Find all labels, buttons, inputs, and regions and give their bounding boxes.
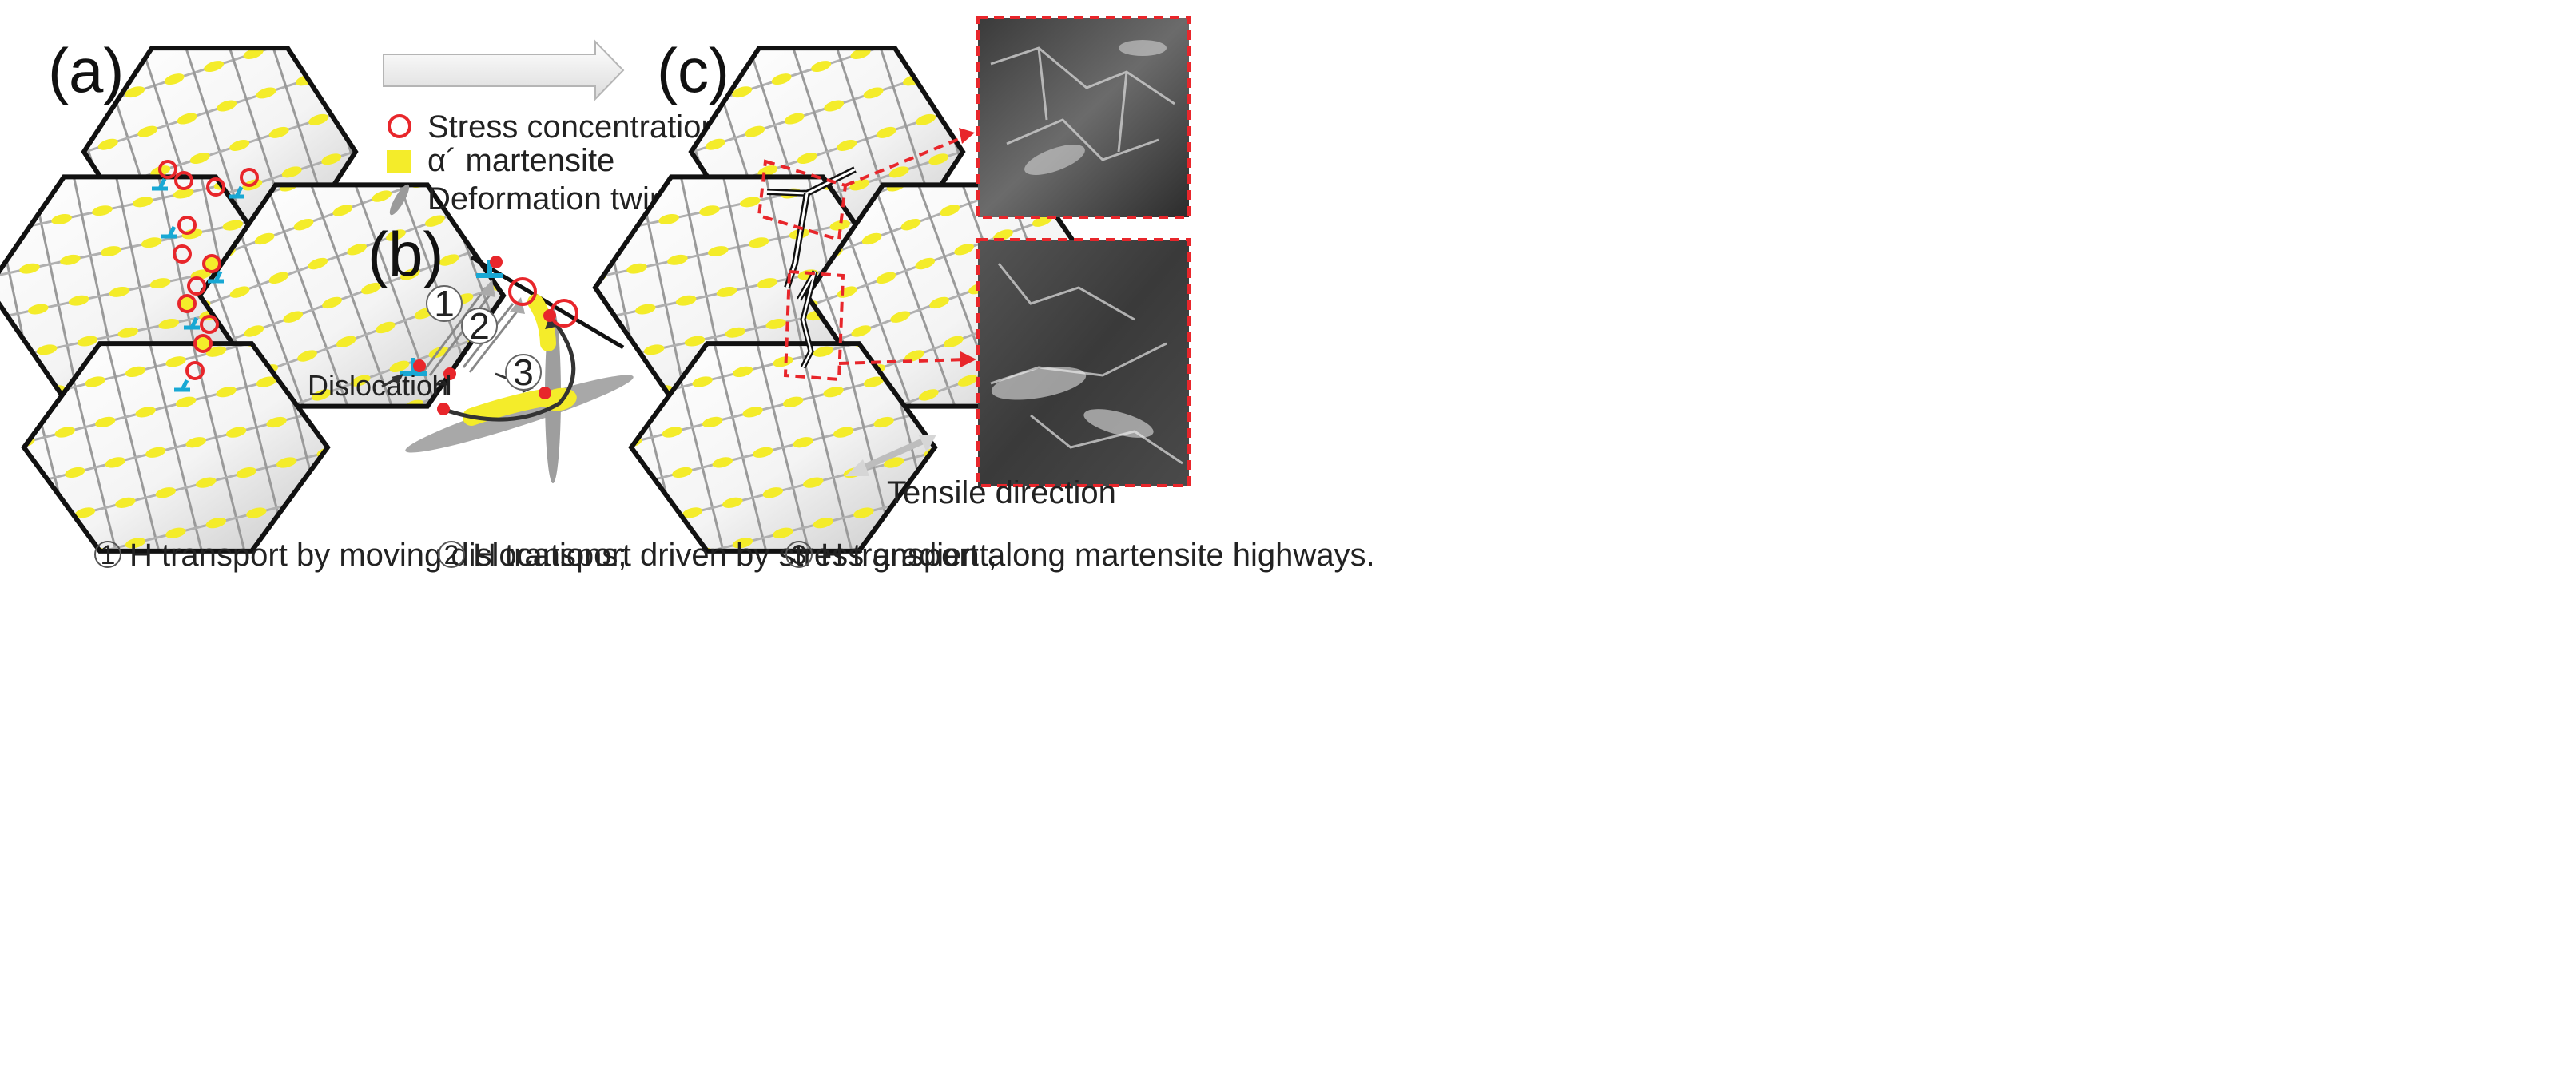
panel-c-label: (c) — [657, 35, 729, 105]
stress-circle — [193, 334, 213, 353]
twin-icon — [389, 184, 410, 216]
stress-circle — [206, 177, 225, 197]
footer-legend: 1 H transport by moving dislocations; 2 … — [94, 538, 1375, 573]
dislocation-icon — [174, 379, 190, 392]
legend-twins: Deformation twins — [427, 181, 683, 216]
stress-concentration-icon — [388, 114, 411, 138]
sem-image-lower — [976, 238, 1191, 487]
panel-b-label: (b) — [368, 219, 443, 289]
zoom-box-lower — [783, 269, 845, 382]
step-2-label: 2 — [469, 305, 490, 347]
martensite-highway-1 — [463, 389, 552, 426]
legend-stress: Stress concentration — [427, 109, 719, 145]
dislocation-icon — [161, 225, 177, 239]
h-transport-path — [447, 316, 576, 422]
stress-circle — [177, 216, 197, 235]
tensile-direction: Tensile direction — [845, 435, 1116, 510]
footer-text-2: H transport driven by stress gradient; — [473, 538, 997, 573]
footer-num-1: 1 — [101, 540, 116, 570]
stress-circle — [240, 168, 259, 187]
footer-text-3: H transport along martensite highways. — [821, 538, 1375, 573]
stress-circle — [177, 294, 197, 313]
stress-circle-b1 — [508, 277, 537, 306]
hydrogen-atoms — [413, 256, 556, 415]
panel-b: (b) — [308, 219, 634, 483]
sem-image-upper — [976, 16, 1191, 219]
legend: Stress concentration α´ martensite Defor… — [387, 109, 719, 216]
grains-a — [0, 46, 507, 554]
footer-num-2: 2 — [444, 540, 459, 570]
panel-a-label: (a) — [48, 35, 124, 105]
twin-horizontal — [405, 375, 634, 453]
stress-circle — [174, 171, 193, 190]
step-1-label: 1 — [434, 283, 455, 324]
stress-circle-b2 — [550, 299, 578, 328]
dislocation-icon — [184, 316, 200, 330]
stress-circle — [202, 254, 221, 273]
process-arrow — [383, 39, 625, 101]
stress-circle — [158, 160, 177, 179]
step-3-label: 3 — [513, 351, 534, 393]
zoom-box-upper — [757, 159, 848, 242]
footer-text-1: H transport by moving dislocations; — [129, 538, 627, 573]
dislocation-icon — [152, 177, 168, 191]
hydrogen-label: H — [431, 368, 452, 401]
panel-a: (a) — [0, 35, 507, 554]
martensite-highway-2 — [527, 294, 556, 351]
legend-martensite: α´ martensite — [427, 143, 614, 178]
stress-circle — [200, 315, 219, 334]
dislocation-label: Dislocation — [308, 369, 448, 402]
martensite-icon — [387, 150, 411, 173]
grain-a-right — [197, 182, 507, 409]
stress-circle — [185, 361, 205, 380]
stress-circle — [187, 276, 206, 296]
tensile-direction-label: Tensile direction — [887, 475, 1116, 510]
footer-num-3: 3 — [792, 540, 807, 570]
stress-circle — [173, 244, 192, 264]
dislocation-icon — [208, 270, 224, 284]
stress-markers-a — [152, 160, 259, 392]
dislocation-symbol-top — [476, 260, 503, 278]
dislocation-icon — [229, 185, 244, 199]
